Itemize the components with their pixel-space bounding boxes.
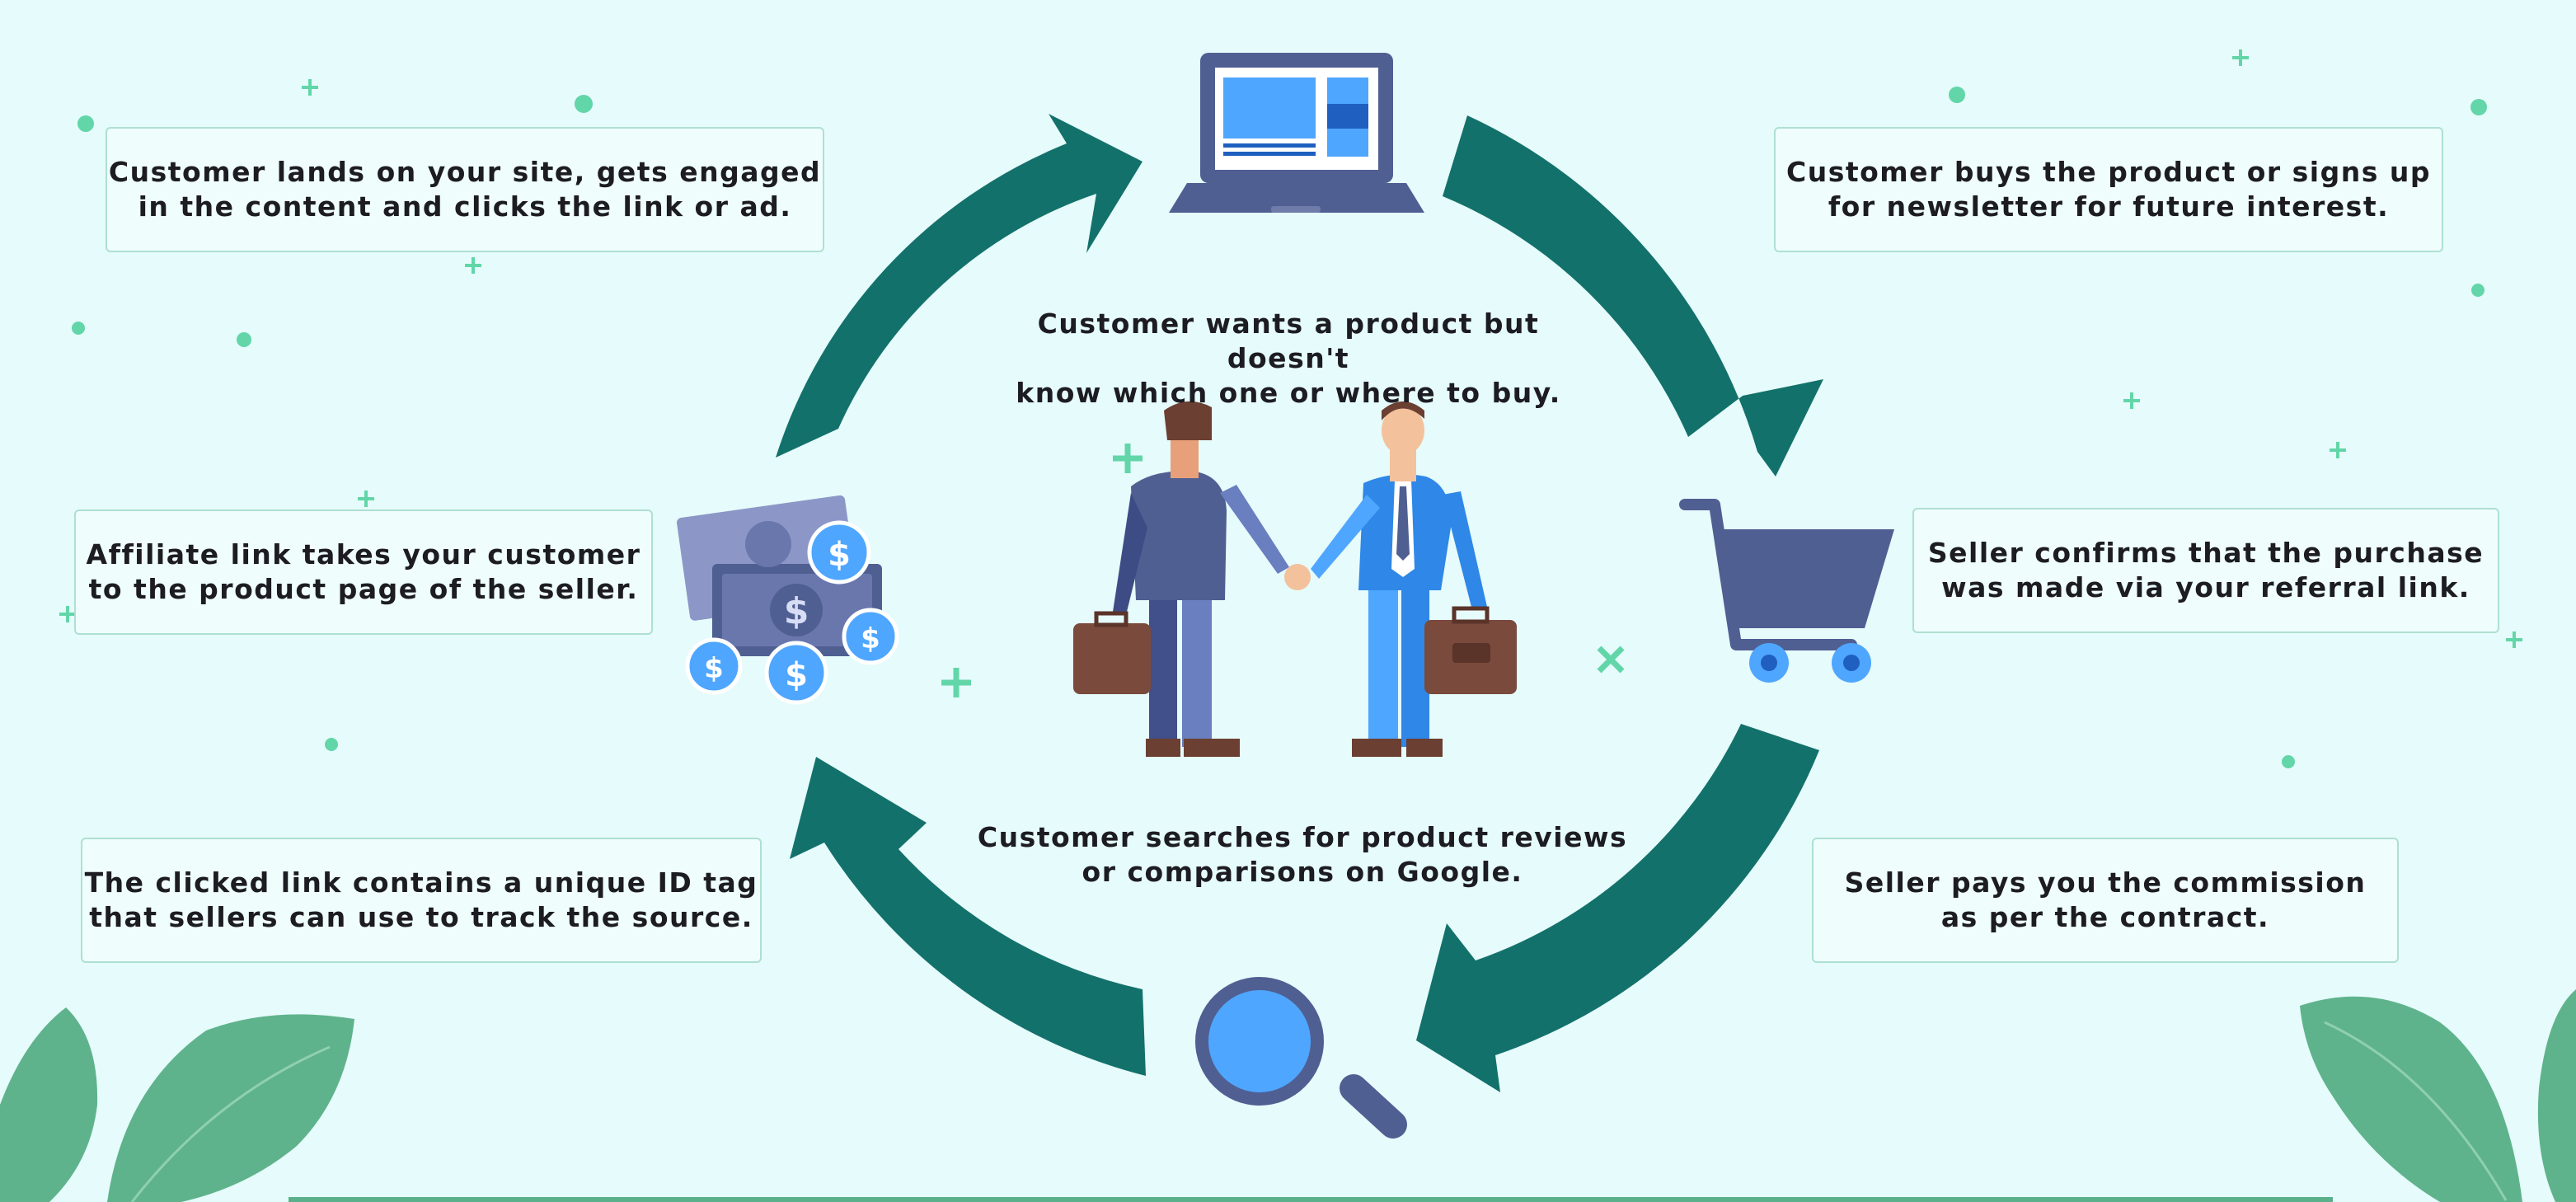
step-pays-box: Seller pays you the commission as per th… [1812, 838, 2399, 963]
center-bottom-text: Customer searches for product reviews or… [977, 821, 1628, 888]
step-lands-text: Customer lands on your site, gets engage… [108, 156, 822, 223]
arrow-bottom-right [1416, 724, 1819, 1092]
leaf-decoration-left [0, 1007, 354, 1202]
svg-text:$: $ [785, 656, 808, 694]
step-buys-text: Customer buys the product or signs up fo… [1786, 156, 2431, 223]
center-top-text: Customer wants a product but doesn't kno… [1016, 308, 1561, 409]
svg-text:$: $ [784, 590, 809, 632]
bottom-bar [289, 1197, 2333, 1202]
laptop-icon [1169, 53, 1424, 213]
step-confirms-text: Seller confirms that the purchase was ma… [1927, 537, 2485, 603]
svg-text:$: $ [861, 622, 880, 655]
svg-text:$: $ [704, 652, 724, 685]
step-buys-box: Customer buys the product or signs up fo… [1774, 127, 2443, 252]
shopping-cart-icon [1679, 499, 1894, 683]
step-confirms-box: Seller confirms that the purchase was ma… [1912, 508, 2499, 633]
arrow-bottom-left [790, 757, 1146, 1076]
step-clicked-box: The clicked link contains a unique ID ta… [81, 838, 762, 963]
step-clicked-text: The clicked link contains a unique ID ta… [84, 866, 758, 933]
cycle-arrows [776, 114, 1823, 1092]
arrow-top-left [776, 114, 1143, 458]
step-affiliate-box: Affiliate link takes your customer to th… [74, 509, 653, 635]
magnifier-icon [1195, 977, 1407, 1139]
step-pays-text: Seller pays you the commission as per th… [1844, 866, 2367, 933]
money-icon: $ $ $ $ $ [677, 495, 899, 705]
svg-text:$: $ [828, 536, 851, 574]
sparkles [59, 49, 2522, 768]
step-affiliate-text: Affiliate link takes your customer to th… [86, 538, 641, 605]
handshake-illustration [1073, 401, 1517, 757]
leaf-decoration-right [2300, 989, 2576, 1202]
step-lands-box: Customer lands on your site, gets engage… [106, 127, 824, 252]
arrow-top-right [1443, 115, 1823, 477]
